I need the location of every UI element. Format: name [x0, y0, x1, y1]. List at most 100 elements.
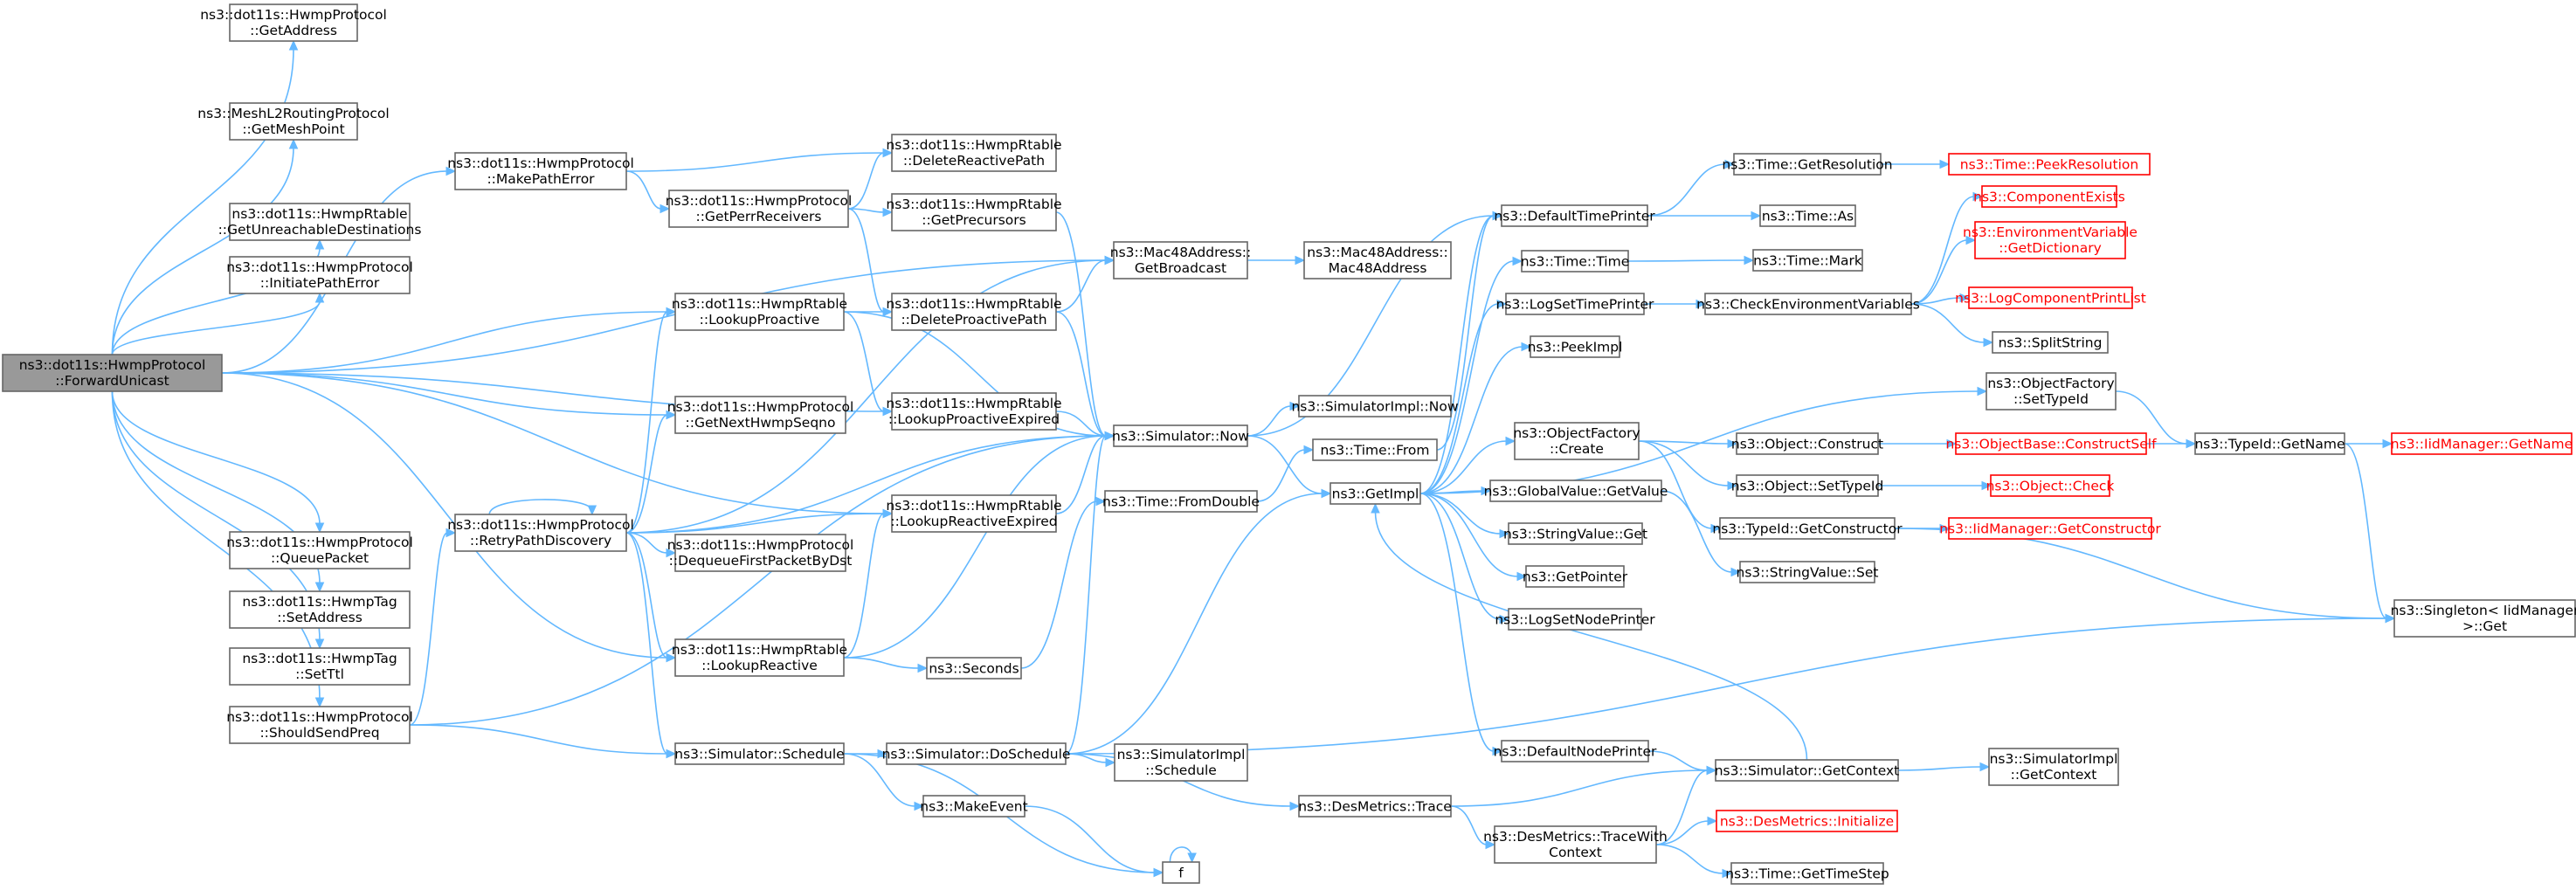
node-peek-res[interactable]: ns3::Time::PeekResolution	[1948, 153, 2151, 176]
node-obj-set-type-id[interactable]: ns3::Object::SetTypeId	[1731, 474, 1884, 497]
node-box	[2194, 432, 2345, 455]
arrowhead	[314, 697, 325, 708]
node-root[interactable]: ns3::dot11s::HwmpProtocol::ForwardUnicas…	[2, 354, 223, 392]
arrowhead	[660, 204, 671, 214]
edge-type-id-get-name-to-iid-get-name	[2345, 438, 2393, 449]
node-get-next-seqno[interactable]: ns3::dot11s::HwmpProtocol::GetNextHwmpSe…	[667, 396, 854, 434]
node-des-init[interactable]: ns3::DesMetrics::Initialize	[1716, 810, 1898, 832]
edge-root-to-init-path-err	[111, 292, 325, 355]
node-tag-set-addr[interactable]: ns3::dot11s::HwmpTag::SetAddress	[229, 590, 411, 629]
node-should-send[interactable]: ns3::dot11s::HwmpProtocol::ShouldSendPre…	[226, 706, 413, 744]
node-do-schedule[interactable]: ns3::Simulator::DoSchedule	[882, 742, 1071, 765]
node-box	[1329, 482, 1421, 505]
edge-trace-with-ctx-to-sim-get-context	[1655, 765, 1717, 845]
node-gv-get-value[interactable]: ns3::GlobalValue::GetValue	[1484, 479, 1668, 502]
node-tag-set-ttl[interactable]: ns3::dot11s::HwmpTag::SetTtl	[229, 647, 411, 686]
arrowhead	[288, 138, 299, 149]
node-check-env[interactable]: ns3::CheckEnvironmentVariables	[1696, 293, 1920, 315]
node-iid-get-name[interactable]: ns3::IidManager::GetName	[2391, 432, 2573, 455]
node-get-precursors[interactable]: ns3::dot11s::HwmpRtable::GetPrecursors	[886, 193, 1062, 231]
node-get-address[interactable]: ns3::dot11s::HwmpProtocol::GetAddress	[200, 3, 387, 42]
node-sv-set[interactable]: ns3::StringValue::Set	[1737, 561, 1879, 583]
edge-type-id-get-name-to-singleton-get	[2344, 443, 2396, 624]
node-log-set-time[interactable]: ns3::LogSetTimePrinter	[1496, 293, 1654, 315]
node-box	[1525, 565, 1625, 588]
node-retry-path[interactable]: ns3::dot11s::HwmpProtocol::RetryPathDisc…	[447, 514, 634, 552]
node-impl-schedule[interactable]: ns3::SimulatorImpl::Schedule	[1114, 743, 1248, 782]
edge-retry-path-to-retry-path	[488, 499, 597, 516]
node-get-mesh-point[interactable]: ns3::MeshL2RoutingProtocol::GetMeshPoint	[197, 102, 390, 141]
node-from-double[interactable]: ns3::Time::FromDouble	[1102, 490, 1260, 513]
node-obj-fact-set-tid[interactable]: ns3::ObjectFactory::SetTypeId	[1986, 372, 2117, 411]
node-type-id-get-name[interactable]: ns3::TypeId::GetName	[2194, 432, 2345, 455]
node-dequeue-first[interactable]: ns3::dot11s::HwmpProtocol::DequeueFirstP…	[667, 534, 854, 572]
edge-line	[1419, 346, 1523, 494]
node-seconds[interactable]: ns3::Seconds	[926, 657, 1022, 680]
edge-line	[1638, 440, 1730, 486]
node-obj-check[interactable]: ns3::Object::Check	[1986, 474, 2115, 497]
node-impl-get-context[interactable]: ns3::SimulatorImpl::GetContext	[1988, 748, 2119, 786]
node-log-set-node[interactable]: ns3::LogSetNodePrinter	[1495, 608, 1655, 631]
node-label: ns3::LogComponentPrintList	[1955, 291, 2146, 307]
node-def-time-printer[interactable]: ns3::DefaultTimePrinter	[1494, 204, 1655, 227]
node-get-unreach[interactable]: ns3::dot11s::HwmpRtable::GetUnreachableD…	[218, 203, 422, 241]
arrowhead	[2385, 613, 2396, 624]
edge-line	[1065, 493, 1323, 755]
edge-line	[488, 499, 593, 515]
node-lr-expired[interactable]: ns3::dot11s::HwmpRtable::LookupReactiveE…	[886, 494, 1062, 533]
node-sim-now[interactable]: ns3::Simulator::Now	[1112, 424, 1249, 447]
edge-line	[1247, 405, 1292, 437]
edge-line	[1627, 259, 1746, 262]
node-impl-now[interactable]: ns3::SimulatorImpl::Now	[1291, 395, 1459, 417]
node-sim-get-context[interactable]: ns3::Simulator::GetContext	[1715, 759, 1900, 782]
node-time-time[interactable]: ns3::Time::Time	[1521, 250, 1630, 273]
node-type-id-get-ctor[interactable]: ns3::TypeId::GetConstructor	[1712, 517, 1903, 540]
edge-retry-path-to-sim-schedule	[625, 532, 677, 759]
node-obj-base-ctor-self[interactable]: ns3::ObjectBase::ConstructSelf	[1945, 432, 2157, 455]
node-make-path-err[interactable]: ns3::dot11s::HwmpProtocol::MakePathError	[447, 152, 634, 190]
edge-line	[1910, 239, 1968, 305]
node-split-string[interactable]: ns3::SplitString	[1992, 331, 2109, 354]
node-get-broadcast[interactable]: ns3::Mac48Address::GetBroadcast	[1110, 241, 1252, 279]
node-del-proactive[interactable]: ns3::dot11s::HwmpRtable::DeleteProactive…	[886, 293, 1062, 331]
node-queue-packet[interactable]: ns3::dot11s::HwmpProtocol::QueuePacket	[226, 531, 413, 569]
node-obj-construct[interactable]: ns3::Object::Construct	[1731, 432, 1883, 455]
node-f[interactable]: f	[1162, 861, 1200, 884]
node-label: ns3::Time::FromDouble	[1102, 494, 1260, 510]
node-box	[1733, 153, 1882, 176]
node-log-comp-list[interactable]: ns3::LogComponentPrintList	[1955, 286, 2146, 309]
edge-get-resolution-to-peek-res	[1881, 159, 1951, 169]
node-time-mark[interactable]: ns3::Time::Mark	[1752, 249, 1863, 272]
node-time-as[interactable]: ns3::Time::As	[1759, 204, 1856, 227]
node-def-node-printer[interactable]: ns3::DefaultNodePrinter	[1494, 740, 1657, 762]
node-env-get-dict[interactable]: ns3::EnvironmentVariable::GetDictionary	[1963, 221, 2137, 259]
node-get-impl[interactable]: ns3::GetImpl	[1329, 482, 1421, 505]
node-get-time-step[interactable]: ns3::Time::GetTimeStep	[1725, 862, 1889, 885]
node-lp-expired[interactable]: ns3::dot11s::HwmpRtable::LookupProactive…	[886, 392, 1062, 431]
node-mac48[interactable]: ns3::Mac48Address::Mac48Address	[1303, 241, 1452, 279]
node-get-pointer[interactable]: ns3::GetPointer	[1523, 565, 1628, 588]
node-label: ns3::dot11s::HwmpProtocol	[667, 537, 854, 553]
node-sim-schedule[interactable]: ns3::Simulator::Schedule	[674, 742, 845, 765]
node-sv-get[interactable]: ns3::StringValue::Get	[1503, 522, 1647, 545]
node-del-reactive[interactable]: ns3::dot11s::HwmpRtable::DeleteReactiveP…	[886, 134, 1062, 172]
node-box	[674, 534, 846, 572]
node-lookup-reactive[interactable]: ns3::dot11s::HwmpRtable::LookupReactive	[672, 638, 847, 677]
arrowhead	[1187, 852, 1197, 864]
node-get-resolution[interactable]: ns3::Time::GetResolution	[1722, 153, 1893, 176]
node-init-path-err[interactable]: ns3::dot11s::HwmpProtocol::InitiatePathE…	[226, 256, 413, 294]
node-lookup-proactive[interactable]: ns3::dot11s::HwmpRtable::LookupProactive	[672, 293, 847, 331]
node-obj-fact-create[interactable]: ns3::ObjectFactory::Create	[1513, 422, 1640, 460]
node-make-event[interactable]: ns3::MakeEvent	[920, 795, 1028, 818]
node-des-trace[interactable]: ns3::DesMetrics::Trace	[1298, 795, 1452, 818]
edge-line	[409, 724, 668, 755]
node-singleton-get[interactable]: ns3::Singleton< IidManager>::Get	[2391, 599, 2576, 638]
node-time-from[interactable]: ns3::Time::From	[1312, 438, 1438, 461]
node-comp-exists[interactable]: ns3::ComponentExists	[1973, 185, 2125, 208]
arrowhead	[1492, 210, 1503, 221]
node-get-perr[interactable]: ns3::dot11s::HwmpProtocol::GetPerrReceiv…	[666, 190, 853, 228]
node-iid-get-ctor[interactable]: ns3::IidManager::GetConstructor	[1939, 517, 2161, 540]
node-peek-impl[interactable]: ns3::PeekImpl	[1528, 335, 1623, 358]
edge-do-schedule-to-singleton-get	[1065, 613, 2396, 755]
